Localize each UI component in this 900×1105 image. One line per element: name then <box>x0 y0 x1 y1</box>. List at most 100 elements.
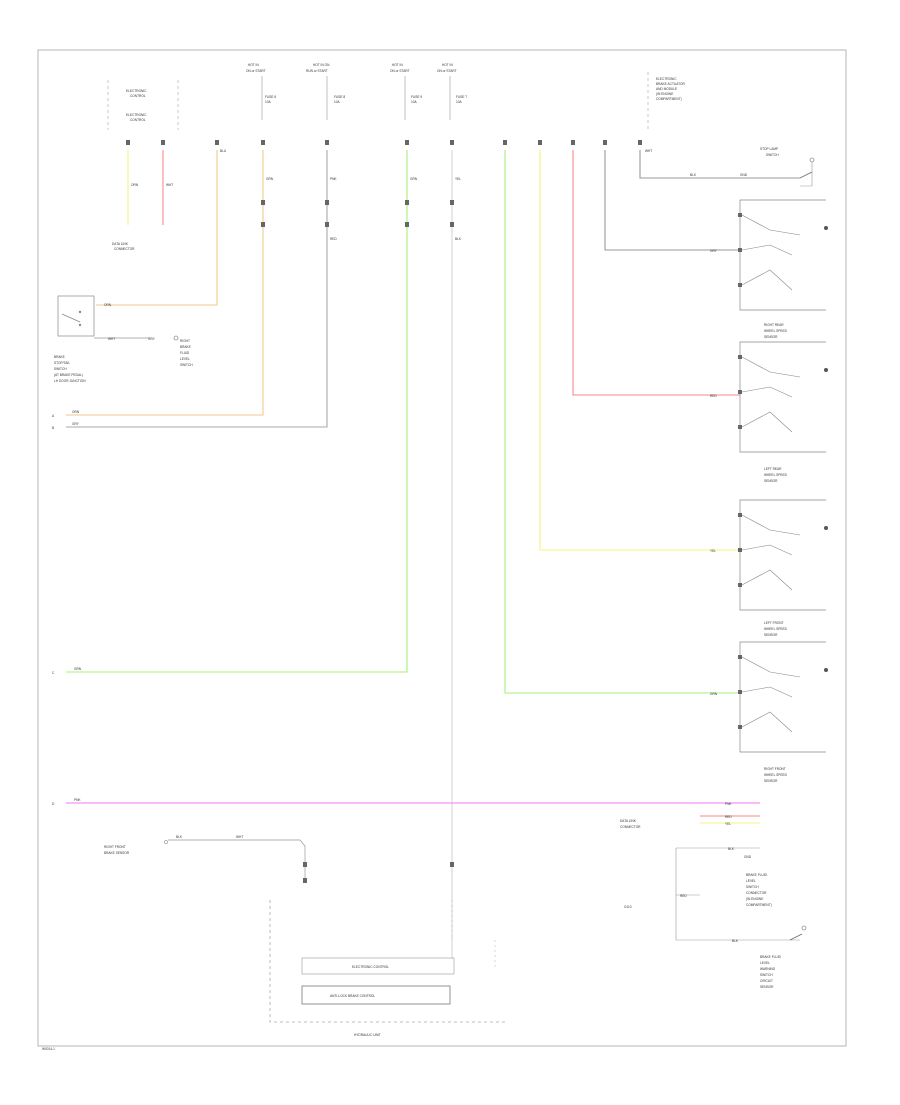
lf-label-2: WHEEL SPEED <box>764 627 788 631</box>
stop-lamp-2: SWITCH <box>766 153 779 157</box>
top-hot-label-4: HOT IN ON or START <box>437 63 457 73</box>
rb-b-6: SENSOR <box>760 985 774 989</box>
wl-pnk: PNK <box>74 798 81 802</box>
top-left-label-block: ELECTRONIC CONTROL ELECTRONIC CONTROL <box>107 80 179 130</box>
page-code: W0014-1 <box>42 1047 55 1051</box>
wl-r-gry: GRY <box>710 249 718 253</box>
rr-label-3: SENSOR <box>764 335 778 339</box>
wl-left-1: WHT <box>108 337 115 341</box>
wl-r-red: RED <box>710 394 717 398</box>
column-title-1b: CONTROL <box>130 94 146 98</box>
wl-gry-2: BLK <box>690 173 697 177</box>
wl-bot-3: BLK <box>728 847 735 851</box>
sensor-lf-node <box>824 668 828 672</box>
top-hot-label-1: HOT IN ON or START <box>246 63 266 73</box>
rb-a-1: BRAKE FLUID <box>746 873 768 877</box>
wl-top-2: WHT <box>166 183 173 187</box>
sensor-group <box>738 199 828 753</box>
brake-mod-2: BRAKE <box>180 345 191 349</box>
sensor-lf-pin-3 <box>738 725 742 729</box>
rb-a-5: (IN ENGINE <box>746 897 763 901</box>
brake-mod-3: FLUID <box>180 351 190 355</box>
bottom-left-sensor: RIGHT FRONT BRAKE SENSOR BLK WHT <box>104 835 454 883</box>
sensor-a-pin-1 <box>738 213 742 217</box>
sensor-lr-node <box>824 526 828 530</box>
rb-a-2: LEVEL <box>746 879 756 883</box>
wl-top-9: BLK <box>455 237 462 241</box>
wire-gray-2 <box>604 150 740 251</box>
sensor-lr-pin-2 <box>738 548 742 552</box>
wl-r-grn: GRN <box>710 692 718 696</box>
elec-block-1: ELECTRONIC <box>656 77 677 81</box>
sensor-a-coil-1 <box>741 214 801 236</box>
top-hot-label-3: HOT IN ON or START <box>390 63 410 73</box>
hydraulic-title: HYDRAULIC UNIT <box>354 1033 381 1037</box>
rr-label-2: WHEEL SPEED <box>764 329 788 333</box>
top-wire-labels: ORN WHT BLU GRN PNK GRN YEL RED BLK WHT <box>131 149 652 241</box>
wire-orange-2 <box>66 150 264 416</box>
lr-label-2: WHEEL SPEED <box>764 473 788 477</box>
wl-r-pnk: PNK <box>725 802 732 806</box>
wl-bot-2: WHT <box>236 835 243 839</box>
wl-gnd-b: GND <box>744 855 752 859</box>
wl-bot-1: BLK <box>176 835 183 839</box>
hydraulic-unit: ELECTRONIC CONTROL ANTI-LOCK BRAKE CONTR… <box>269 900 508 1037</box>
fuse-labels: FUSE 6 10A FUSE 8 10A FUSE 9 10A FUSE 7 … <box>265 95 467 104</box>
connector-marks <box>126 140 642 227</box>
rb-b-2: LEVEL <box>760 961 770 965</box>
fuse-4-a: FUSE 7 <box>456 95 467 99</box>
rb-a-4: CONNECTOR <box>746 891 767 895</box>
rb-a-3: SWITCH <box>746 885 759 889</box>
fuse-4-b: 10A <box>456 100 463 104</box>
hot-label-4b: ON or START <box>437 69 457 73</box>
sensor-lf-coil-3 <box>741 711 793 733</box>
sensor-rr-coil-1 <box>741 356 801 378</box>
rb-b-3: WARNING <box>760 967 776 971</box>
left-block-text: DATA LINK CONNECTOR <box>112 242 135 251</box>
lf-label-3: SENSOR <box>764 633 778 637</box>
data-link-1: DATA LINK <box>112 242 129 246</box>
fuse-1-a: FUSE 6 <box>265 95 276 99</box>
sensor-a-symbol <box>738 199 828 311</box>
hot-label-4a: HOT IN <box>442 63 453 67</box>
wl-r-yel2: YEL <box>725 822 731 826</box>
sensor-rr-symbol <box>738 341 828 453</box>
brake-mod-1: RIGHT <box>180 339 190 343</box>
hot-label-2a: HOT IN ON <box>313 63 330 67</box>
bl-label-2: BRAKE SENSOR <box>104 851 130 855</box>
rb-a-6: COMPARTMENT) <box>746 903 772 907</box>
data-link-r1: DATA LINK <box>620 819 637 823</box>
wl-top-5: PNK <box>330 177 337 181</box>
sensor-a-coil-2 <box>741 244 793 256</box>
wl-top-4: GRN <box>266 177 274 181</box>
top-hot-label-2: HOT IN ON RUN or START <box>306 63 330 73</box>
fuse-2-a: FUSE 8 <box>334 95 345 99</box>
brake-sw-label-2: STOP/TAIL <box>54 361 70 365</box>
wl-orange-brake: ORN <box>104 303 112 307</box>
box-2-label: ANTI-LOCK BRAKE CONTROL <box>330 994 375 998</box>
rf-label-3: SENSOR <box>764 779 778 783</box>
stop-lamp-1: STOP LAMP <box>760 147 778 151</box>
data-link-r2: CONNECTOR <box>620 825 641 829</box>
brake-sw-label-4: (AT BRAKE PEDAL) <box>54 373 83 377</box>
sensor-lf-pin-1 <box>738 655 742 659</box>
wl-gry-1: GRY <box>72 422 80 426</box>
brake-mod-5: SWITCH <box>180 363 193 367</box>
wl-org-2: ORN <box>72 410 80 414</box>
hot-label-3b: ON or START <box>390 69 410 73</box>
wl-top-3: BLU <box>220 149 227 153</box>
wl-r-red2: RED <box>725 815 732 819</box>
sensor-lr-pin-1 <box>738 513 742 517</box>
brake-sw-label-1: BRAKE <box>54 355 65 359</box>
sensor-captions: RIGHT REAR WHEEL SPEED SENSOR LEFT REAR … <box>764 323 788 783</box>
wire-orange-1 <box>96 150 218 306</box>
rf-label-2: WHEEL SPEED <box>764 773 788 777</box>
hot-label-1a: HOT IN <box>248 63 259 67</box>
brake-switch-symbol: ORN WHT GRY BRAKE STOP/TAIL SWITCH (AT B… <box>54 295 193 383</box>
sensor-rr-coil-3 <box>741 411 793 433</box>
sensor-rr-pin-1 <box>738 355 742 359</box>
rb-b-5: CIRCUIT <box>760 979 773 983</box>
wire-green-2 <box>504 150 740 694</box>
sensor-rr-frame <box>739 341 826 453</box>
